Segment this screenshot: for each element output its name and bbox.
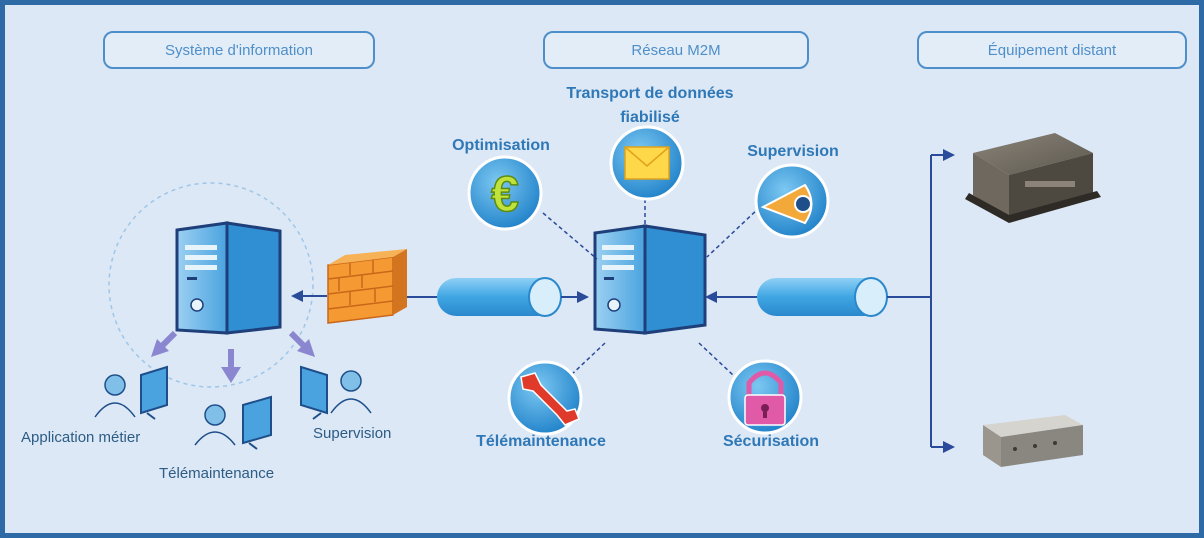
label-securisation: Sécurisation [722, 433, 820, 450]
user-workstation-icon [94, 365, 168, 420]
user-workstation-icon [194, 395, 272, 450]
label-transport-line2: fiabilisé [620, 109, 680, 126]
tunnel-icon [757, 277, 888, 317]
label-supervision-service: Supervision [747, 143, 839, 160]
diagram-graphics: € [94, 125, 1101, 467]
distribution-arrows [151, 330, 315, 383]
firewall-icon [327, 249, 407, 324]
envelope-icon [609, 125, 685, 201]
device-box-icon [983, 415, 1083, 467]
device-box-icon [965, 133, 1101, 223]
padlock-icon [727, 359, 803, 435]
header-systeme-information: Système d'information [103, 31, 375, 69]
eye-icon [754, 163, 830, 239]
server-icon [593, 224, 707, 335]
label-transport-line1: Transport de données [566, 85, 734, 102]
label-application-metier: Application métier [21, 429, 141, 446]
svg-text:€: € [491, 166, 519, 222]
header-reseau-m2m: Réseau M2M [543, 31, 809, 69]
label-optimisation: Optimisation [452, 137, 550, 154]
euro-icon: € [467, 155, 543, 231]
server-icon [175, 221, 282, 335]
label-telemaintenance-user: Télémaintenance [159, 465, 275, 482]
header-equipement-distant: Équipement distant [917, 31, 1187, 69]
user-workstation-icon [300, 365, 372, 420]
wrench-icon [507, 360, 583, 436]
label-telemaintenance-service: Télémaintenance [476, 433, 606, 450]
label-supervision-user: Supervision [313, 425, 392, 442]
tunnel-icon [437, 277, 562, 317]
information-system-boundary [108, 182, 314, 388]
